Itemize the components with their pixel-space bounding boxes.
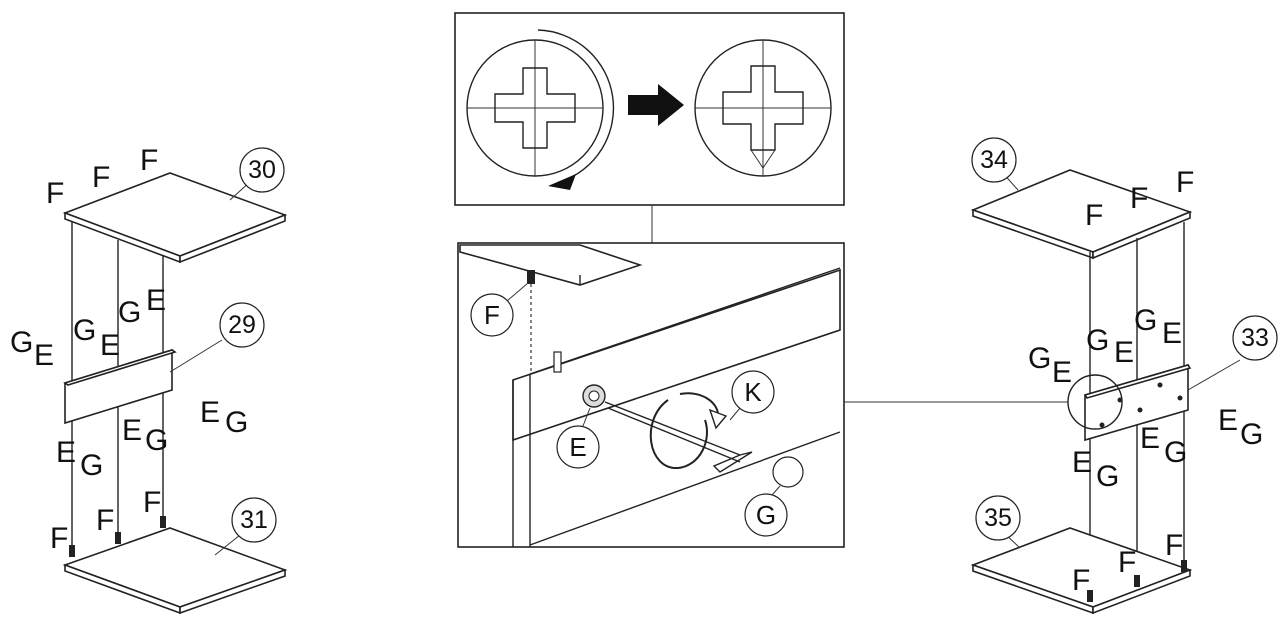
- cam-before: [466, 29, 615, 190]
- left-label-g2: G: [73, 314, 96, 347]
- hex-key: [604, 401, 753, 473]
- left-part-30: 30: [239, 147, 285, 193]
- left-label-f2: F: [92, 161, 110, 194]
- left-label-g6: G: [225, 406, 248, 439]
- right-part-34: 34: [971, 137, 1017, 183]
- callout-e: E: [556, 407, 600, 469]
- svg-text:F: F: [484, 300, 500, 330]
- cam-after: [694, 39, 832, 177]
- right-part-33: 33: [1232, 315, 1278, 361]
- detail-focus-circle: [1067, 374, 1123, 430]
- left-label-e6: E: [200, 396, 220, 429]
- svg-text:35: 35: [984, 504, 1012, 532]
- rotation-arrow-icon: [649, 392, 728, 470]
- left-label-e3: E: [146, 284, 166, 317]
- right-label-g3: G: [1134, 304, 1157, 337]
- right-label-e6: E: [1218, 404, 1238, 437]
- left-label-f4: F: [50, 522, 68, 555]
- callout-f: F: [470, 282, 529, 337]
- left-pins: [69, 516, 166, 557]
- right-label-f3: F: [1176, 166, 1194, 199]
- left-assembly: 30 29 31 F F F G E G E G E E G E G E G F…: [10, 144, 288, 615]
- left-middle-rail: [63, 339, 223, 425]
- svg-text:29: 29: [228, 311, 256, 339]
- svg-text:E: E: [569, 432, 586, 462]
- svg-text:33: 33: [1241, 324, 1269, 352]
- right-label-g5: G: [1164, 436, 1187, 469]
- left-label-g1: G: [10, 326, 33, 359]
- svg-text:G: G: [756, 500, 776, 530]
- svg-text:K: K: [744, 377, 762, 407]
- left-label-e1: E: [34, 339, 54, 372]
- svg-text:31: 31: [240, 506, 268, 534]
- left-label-f6: F: [143, 486, 161, 519]
- right-label-e4: E: [1072, 446, 1092, 479]
- assembly-detail: F E K G: [457, 242, 845, 548]
- right-part-35: 35: [975, 495, 1021, 541]
- svg-text:30: 30: [248, 156, 276, 184]
- dowel-pin: [527, 270, 562, 373]
- left-label-e2: E: [100, 329, 120, 362]
- right-assembly: 34 33 35 F F F G E G E G E E G E G E G F…: [970, 137, 1278, 615]
- right-label-f6: F: [1165, 529, 1183, 562]
- right-label-g6: G: [1240, 418, 1263, 451]
- left-part-31: 31: [231, 497, 277, 543]
- right-label-e5: E: [1140, 422, 1160, 455]
- callout-k: K: [729, 370, 775, 421]
- cam-rotation-detail: [454, 12, 845, 206]
- left-part-29: 29: [219, 302, 265, 348]
- right-label-f4: F: [1072, 564, 1090, 597]
- arrow-right-icon: [628, 84, 684, 126]
- right-label-e1: E: [1052, 356, 1072, 389]
- left-label-f1: F: [46, 177, 64, 210]
- right-label-e3: E: [1162, 317, 1182, 350]
- left-label-g5: G: [145, 424, 168, 457]
- right-label-f1: F: [1085, 199, 1103, 232]
- left-label-f3: F: [140, 144, 158, 177]
- right-label-f2: F: [1130, 182, 1148, 215]
- left-label-g3: G: [118, 296, 141, 329]
- right-label-g4: G: [1096, 460, 1119, 493]
- cap-hole: [772, 456, 804, 488]
- right-label-g2: G: [1086, 324, 1109, 357]
- right-label-e2: E: [1114, 336, 1134, 369]
- callout-g: G: [744, 485, 788, 537]
- left-label-f5: F: [96, 504, 114, 537]
- right-label-f5: F: [1118, 546, 1136, 579]
- right-label-g1: G: [1028, 342, 1051, 375]
- right-back-rail: [1083, 359, 1241, 442]
- left-label-e5: E: [122, 414, 142, 447]
- left-bottom-panel: [62, 527, 288, 615]
- left-label-e4: E: [56, 436, 76, 469]
- right-pins: [1087, 560, 1187, 602]
- cam-lock: [582, 384, 606, 408]
- right-top-panel: [970, 169, 1193, 260]
- svg-text:34: 34: [980, 146, 1008, 174]
- left-top-panel: [62, 172, 288, 264]
- left-label-g4: G: [80, 449, 103, 482]
- right-bottom-panel: [970, 527, 1193, 615]
